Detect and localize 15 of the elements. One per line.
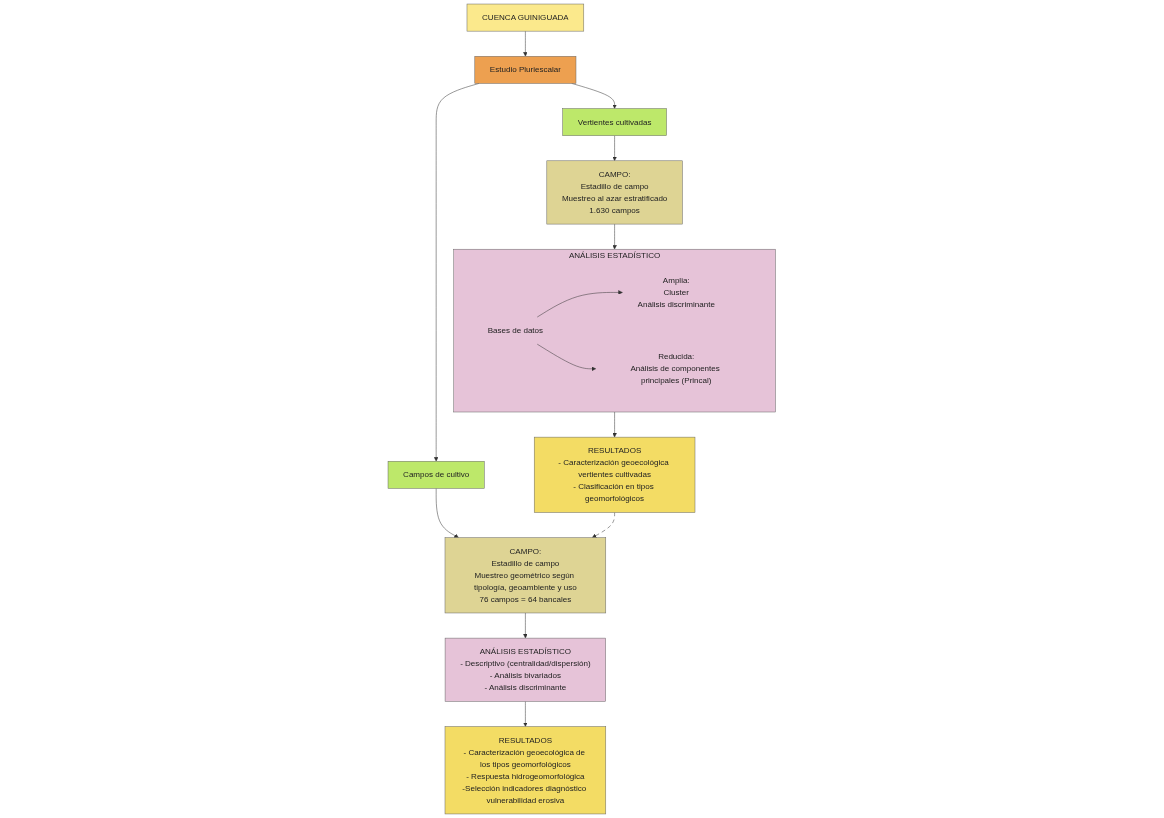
node-box: RESULTADOS - Caracterización geoecológica vertientes cultivadas - Clasificación en tipos geomorfológicos [534, 436, 696, 513]
node-box: CAMPO: Estadillo de campo Muestreo al azar estratificado 1.630 campos [546, 160, 683, 225]
node-text: Bases de datos [487, 326, 544, 335]
node-box: ANÁLISIS ESTADÍSTICO - Descriptivo (centralidad/dispersión) - Análisis bivariados - Análisis discriminante [445, 637, 607, 702]
node-box: RESULTADOS - Caracterización geoecológica de los tipos geomorfológicos - Respuesta hidrogeomorfológica -Selección indicadores diagnóstico vulnerabilidad erosiva [445, 726, 607, 815]
node-box: CAMPO: Estadillo de campo Muestreo geométrico según tipología, geoambiente y uso 76 campos = 64 bancales [445, 537, 607, 614]
node-box: Estudio Pluriescalar [474, 56, 577, 84]
node-label: Análisis de componentes principales (Princal) [630, 364, 721, 385]
node-label: Análisis discriminante [637, 299, 716, 309]
node-text: Reducida: [658, 352, 695, 361]
node-box: CUENCA GUINIGUADA [467, 3, 585, 32]
node-box: Vertientes cultivadas [562, 108, 668, 136]
node-box: Campos de cultivo [388, 461, 485, 489]
node-label: Cluster [663, 287, 690, 297]
node-text: Amplia: [663, 275, 690, 285]
